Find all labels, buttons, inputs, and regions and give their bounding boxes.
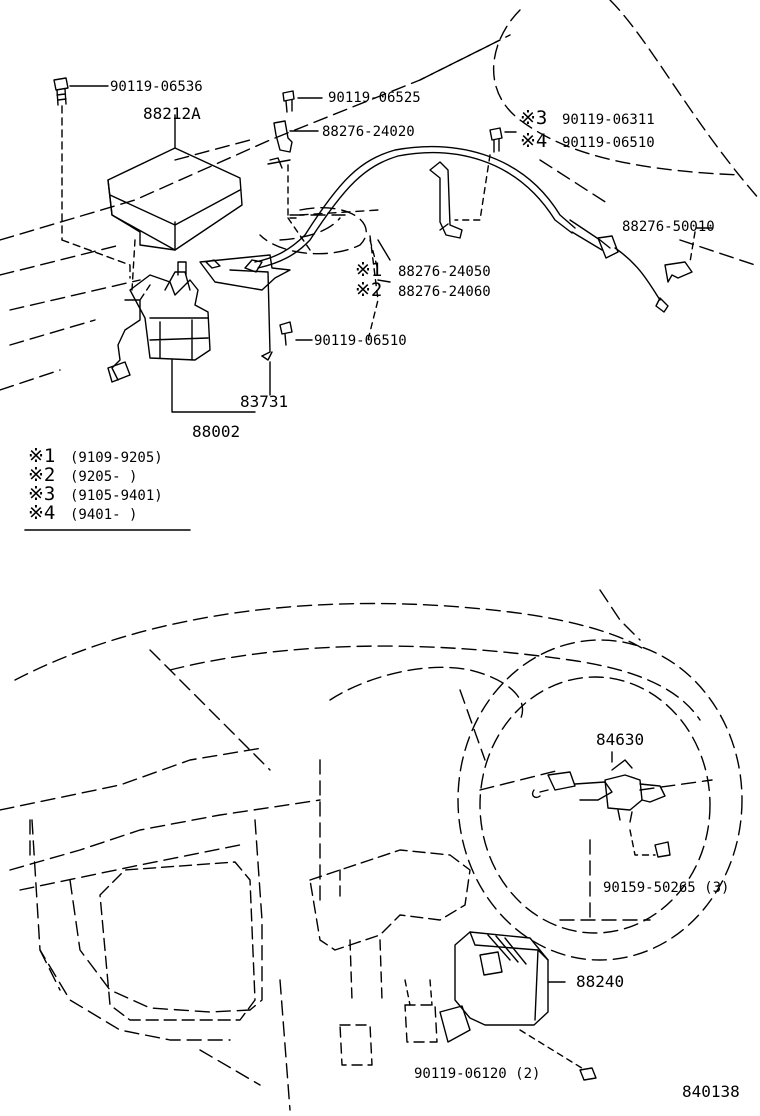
steering-wheel-drawing (457, 639, 743, 961)
legend-mark-3: ※3 (28, 483, 56, 505)
lower-dash-panels (99, 849, 471, 1066)
label-88276-24060: 88276-24060 (398, 284, 491, 300)
legend-mark-1: ※1 (28, 445, 56, 467)
label-90119-06510-x4: 90119-06510 (562, 135, 655, 151)
label-88240: 88240 (576, 972, 625, 991)
legend-range-3: (9105-9401) (70, 488, 163, 504)
legend-range-1: (9109-9205) (70, 450, 163, 466)
bracket-bolts-x3-x4-drawing (429, 127, 517, 239)
actuator-assembly-drawing (107, 239, 313, 413)
diagram-id: 840138 (682, 1082, 740, 1101)
ecu-88240-drawing (439, 931, 597, 1081)
bolt-90119-06536-drawing (53, 77, 131, 279)
bracket-24020-drawing (267, 90, 323, 251)
label-83731: 83731 (240, 392, 289, 411)
switch-84630-drawing (531, 751, 671, 858)
label-90119-06525: 90119-06525 (328, 90, 421, 106)
marker-2-cable: ※2 (355, 279, 383, 301)
label-88276-24020: 88276-24020 (322, 124, 415, 140)
control-cable-drawing (254, 145, 669, 341)
label-90119-06536: 90119-06536 (110, 79, 203, 95)
marker-4-top: ※4 (520, 130, 548, 152)
label-84630: 84630 (596, 730, 645, 749)
legend-mark-2: ※2 (28, 464, 56, 486)
legend-range-4: (9401- ) (70, 507, 138, 523)
label-90119-06311: 90119-06311 (562, 112, 655, 128)
marker-3-top: ※3 (520, 107, 548, 129)
label-88276-24050: 88276-24050 (398, 264, 491, 280)
bracket-50010-drawing (664, 227, 713, 283)
legend-mark-4: ※4 (28, 502, 56, 524)
dashboard-lines (0, 589, 701, 1111)
label-88276-50010: 88276-50010 (622, 219, 715, 235)
top-background-lines (0, 0, 760, 391)
label-88002: 88002 (192, 422, 241, 441)
label-90119-06120: 90119-06120 (2) (414, 1066, 541, 1082)
label-88212a: 88212A (143, 104, 201, 123)
label-90159-50265: 90159-50265 (3) (603, 880, 730, 896)
marker-1-cable: ※1 (355, 259, 383, 281)
label-90119-06510-mid: 90119-06510 (314, 333, 407, 349)
legend-range-2: (9205- ) (70, 469, 138, 485)
cover-88212a-drawing (107, 114, 243, 251)
